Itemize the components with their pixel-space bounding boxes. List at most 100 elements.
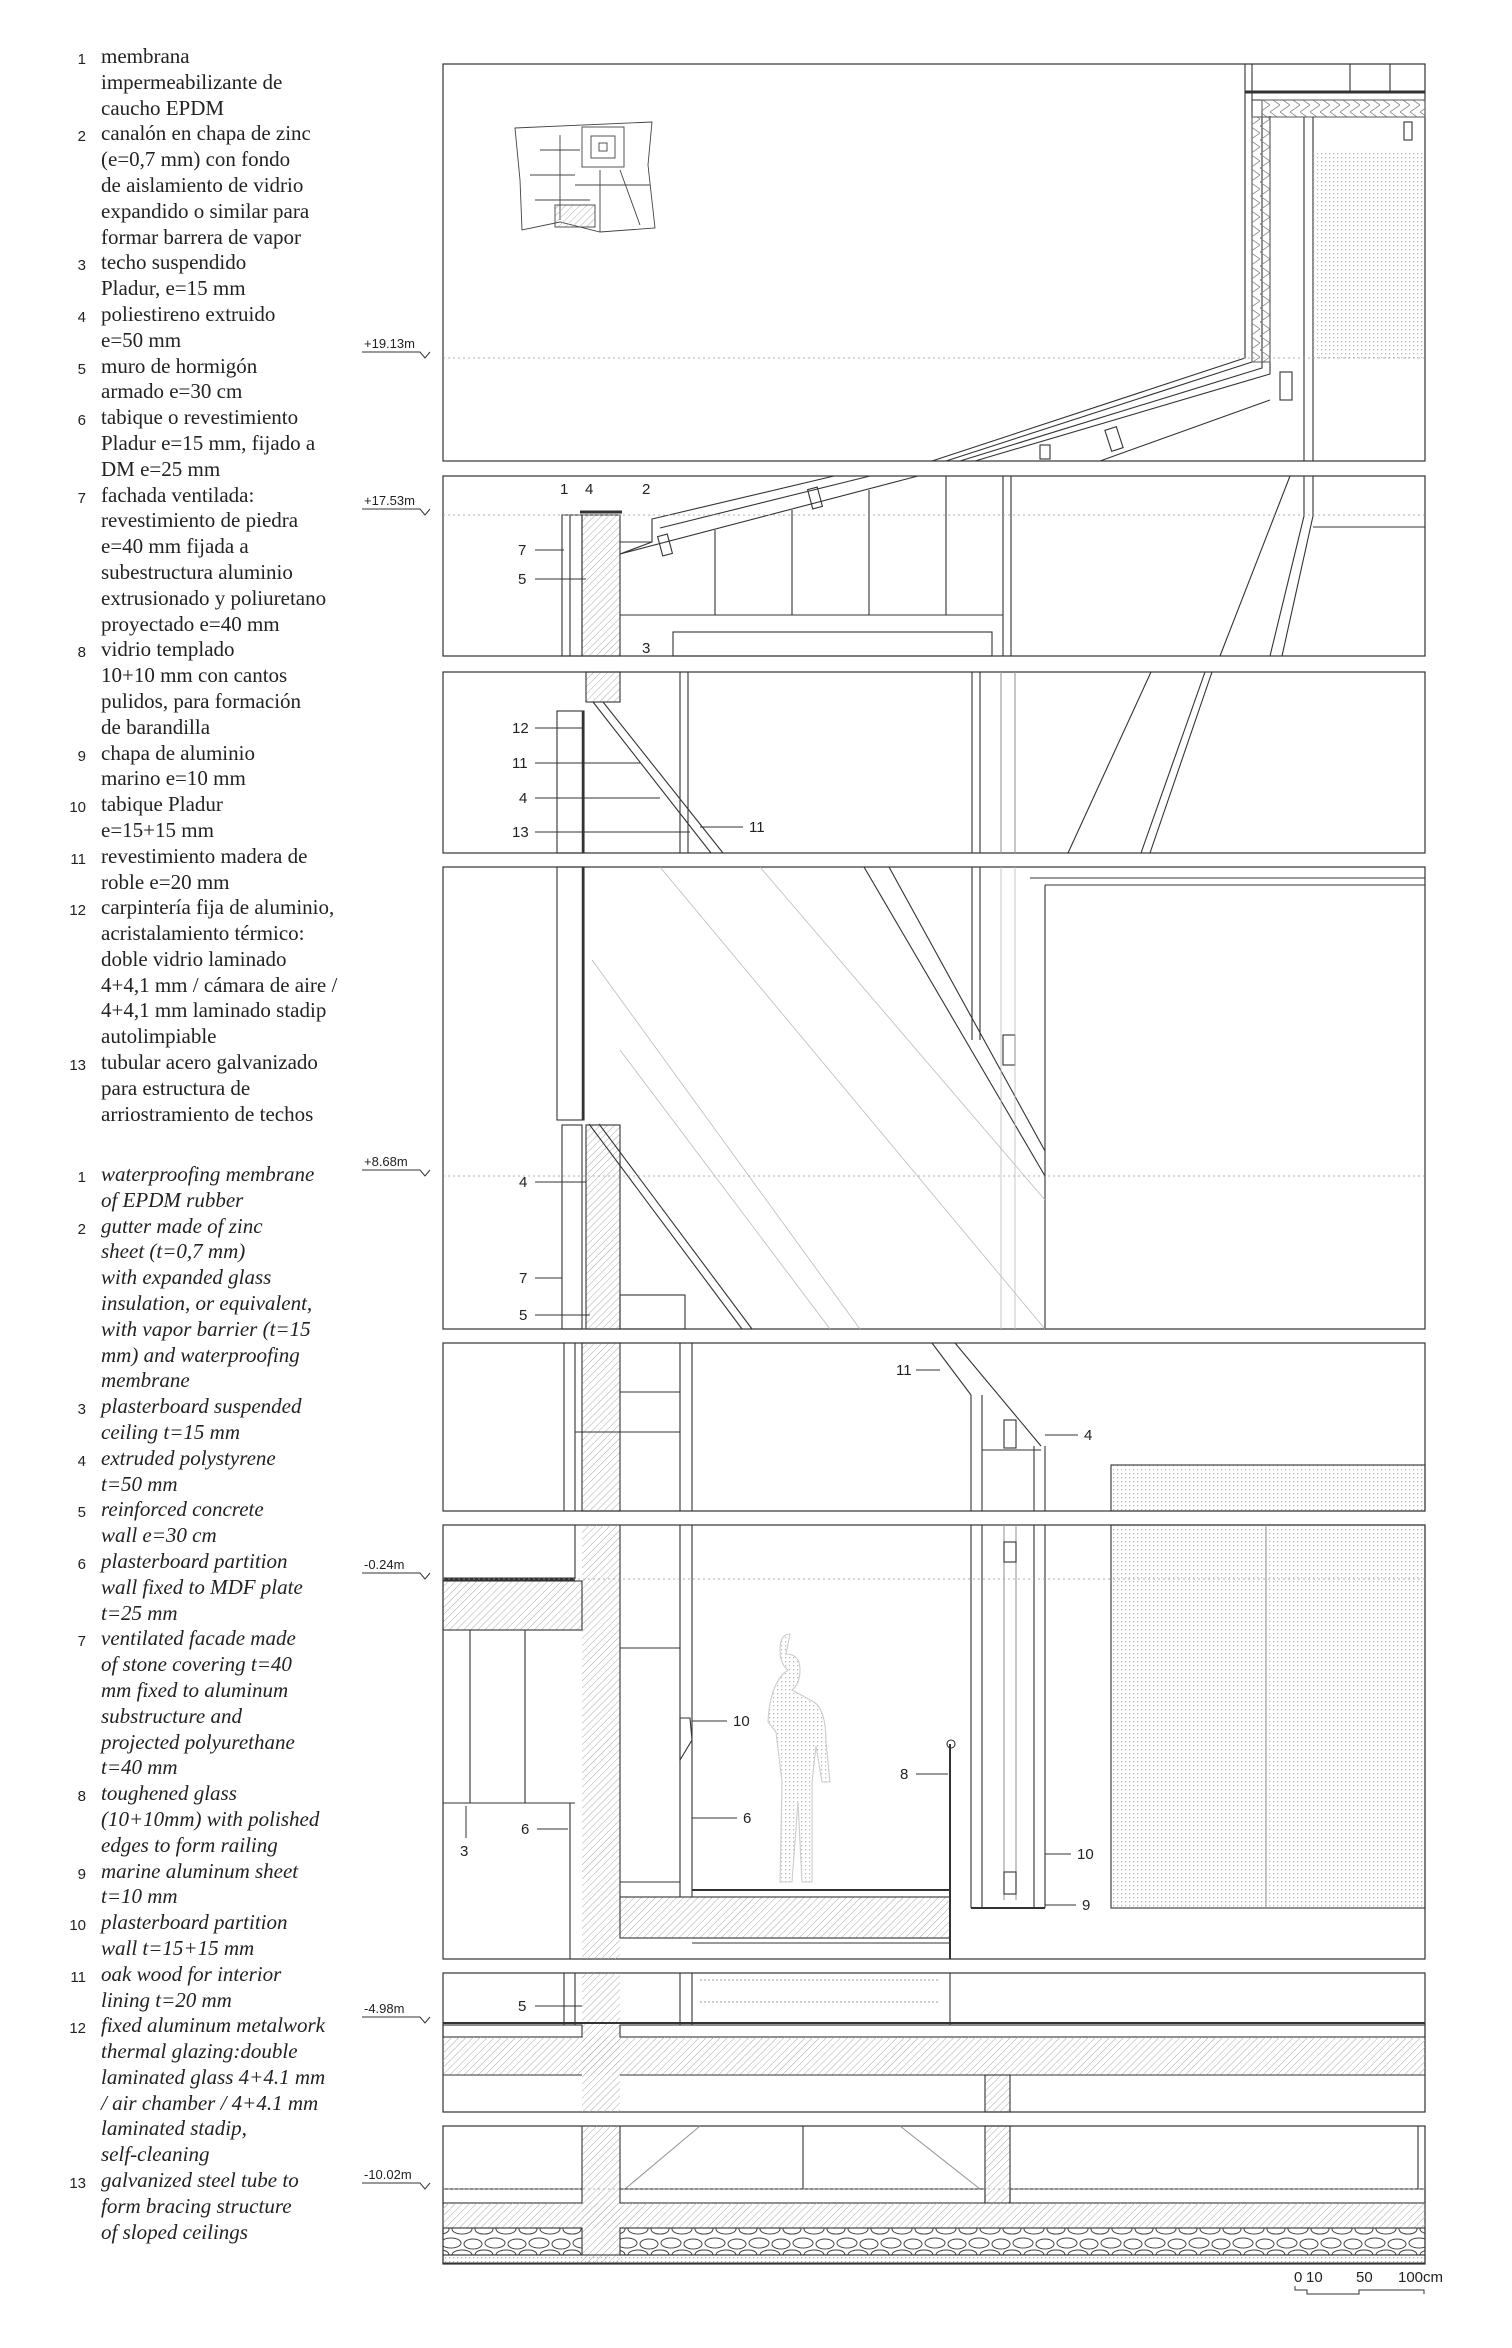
legend-item: 4 poliestireno extruido e=50 mm [0, 302, 345, 354]
legend-text: ventilated facade made of stone covering… [101, 1626, 296, 1780]
legend-number: 5 [77, 1504, 86, 1522]
legend-number: 10 [69, 799, 86, 817]
legend-item: 7 ventilated facade made of stone coverin… [0, 1626, 345, 1781]
legend-item: 5 reinforced concrete wall e=30 cm [0, 1497, 345, 1549]
legend-number: 9 [77, 1865, 86, 1883]
legend-text: reinforced concrete wall e=30 cm [101, 1497, 264, 1548]
legend-number: 4 [77, 308, 86, 326]
section-panel-3 [442, 671, 1426, 854]
legend-text: gutter made of zinc sheet (t=0,7 mm) wit… [101, 1213, 313, 1393]
callout-number: 4 [585, 481, 593, 498]
callout-number: 5 [519, 1307, 527, 1324]
legend-number: 3 [77, 1401, 86, 1419]
legend-text: vidrio templado 10+10 mm con cantos puli… [101, 637, 302, 739]
legend-number: 5 [77, 360, 86, 378]
legend-text: carpintería fija de aluminio, acristalam… [101, 895, 338, 1049]
callout-number: 4 [1084, 1427, 1092, 1444]
callout-number: 6 [743, 1810, 751, 1827]
legend-item: 10 tabique Pladur e=15+15 mm [0, 792, 345, 844]
legend-text: tabique Pladur e=15+15 mm [101, 792, 223, 842]
level-label: -10.02m [364, 2167, 412, 2182]
level-label: +17.53m [364, 493, 415, 508]
legend-item: 9 chapa de aluminio marino e=10 mm [0, 741, 345, 793]
section-panel-4 [442, 866, 1426, 1330]
callout-number: 3 [460, 1843, 468, 1860]
legend-number: 3 [77, 257, 86, 275]
legend-number: 12 [69, 902, 86, 920]
level-marker-line [362, 2182, 431, 2190]
legend-text: oak wood for interior lining t=20 mm [101, 1961, 282, 2012]
legend-text: poliestireno extruido e=50 mm [101, 301, 276, 352]
legend-number: 1 [77, 51, 86, 68]
callout-number: 11 [896, 1362, 912, 1379]
callout-number: 2 [642, 481, 650, 498]
legend-text: techo suspendido Pladur, e=15 mm [101, 250, 247, 301]
level-marker-line [362, 2016, 431, 2024]
legend-item: 11 revestimiento madera de roble e=20 mm [0, 844, 345, 896]
callout-number: 8 [900, 1766, 908, 1783]
legend-text: plasterboard suspended ceiling t=15 mm [101, 1394, 302, 1444]
callout-number: 11 [512, 755, 528, 772]
legend-text: fachada ventilada: revestimiento de pied… [101, 482, 327, 636]
legend-number: 9 [77, 747, 86, 765]
legend-number: 11 [70, 1968, 86, 1986]
legend-number: 8 [77, 1788, 86, 1806]
legend-item: 3 techo suspendido Pladur, e=15 mm [0, 250, 345, 302]
legend-item: 12 carpintería fija de aluminio, acristal… [0, 895, 345, 1050]
level-marker-line [362, 1572, 431, 1580]
legend-text: marine aluminum sheet t=10 mm [101, 1858, 299, 1909]
level-label: +8.68m [364, 1154, 408, 1169]
callout-number: 10 [1077, 1846, 1094, 1863]
scale-bar: 0 10 50 100cm [1294, 2269, 1443, 2295]
legend-text: extruded polystyrene t=50 mm [101, 1445, 276, 1496]
legend-text: fixed aluminum metalwork thermal glazing… [101, 2013, 326, 2167]
callout-number: 1 [560, 481, 568, 498]
legend-item: 8 toughened glass (10+10mm) with polished… [0, 1781, 345, 1858]
callout-number: 5 [518, 571, 526, 588]
callout-number: 11 [749, 819, 765, 836]
legend-number: 11 [70, 850, 86, 868]
legend-text: chapa de aluminio marino e=10 mm [101, 740, 255, 791]
scale-tick-50: 50 [1356, 2269, 1373, 2286]
legend-number: 6 [77, 1555, 86, 1573]
legend-text: toughened glass (10+10mm) with polished … [101, 1781, 320, 1857]
legend-text: muro de hormigón armado e=30 cm [101, 353, 258, 404]
callout-number: 9 [1082, 1897, 1090, 1914]
callout-number: 3 [642, 640, 650, 657]
legend-number: 6 [77, 412, 86, 430]
callout-number: 13 [512, 824, 529, 841]
human-figure [767, 1633, 831, 1883]
callout-number: 7 [518, 542, 526, 559]
level-marker-line [362, 508, 431, 516]
legend-item: 5 muro de hormigón armado e=30 cm [0, 354, 345, 406]
legend-text: galvanized steel tube to form bracing st… [101, 2168, 299, 2244]
callout-number: 5 [518, 1998, 526, 2015]
callout-number: 4 [519, 790, 527, 807]
legend-item: 9 marine aluminum sheet t=10 mm [0, 1859, 345, 1911]
legend-text: canalón en chapa de zinc (e=0,7 mm) con … [101, 121, 311, 249]
legend-text: waterproofing membrane of EPDM rubber [101, 1162, 315, 1212]
legend-number: 8 [77, 644, 86, 662]
legend-text: tabique o revestimiento Pladur e=15 mm, … [101, 405, 316, 481]
level-label: +19.13m [364, 336, 415, 351]
legend-item: 2 gutter made of zinc sheet (t=0,7 mm) wi… [0, 1214, 345, 1395]
level-markers: +19.13m+17.53m+8.68m-0.24m-4.98m-10.02m [362, 336, 431, 2190]
legend-number: 2 [77, 1220, 86, 1238]
legend-text: membrana impermeabilizante de caucho EPD… [101, 44, 283, 120]
callout-number: 7 [519, 1270, 527, 1287]
legend-text: plasterboard partition wall t=15+15 mm [101, 1910, 288, 1960]
legend-spanish: 1 membrana impermeabilizante de caucho EP… [0, 44, 345, 1127]
legend-item: 6 tabique o revestimiento Pladur e=15 mm,… [0, 405, 345, 482]
legend-text: revestimiento madera de roble e=20 mm [101, 843, 308, 894]
legend-number: 1 [77, 1169, 86, 1186]
legend-number: 13 [69, 1057, 86, 1075]
callout-number: 4 [519, 1174, 527, 1191]
legend-number: 7 [77, 1633, 86, 1651]
